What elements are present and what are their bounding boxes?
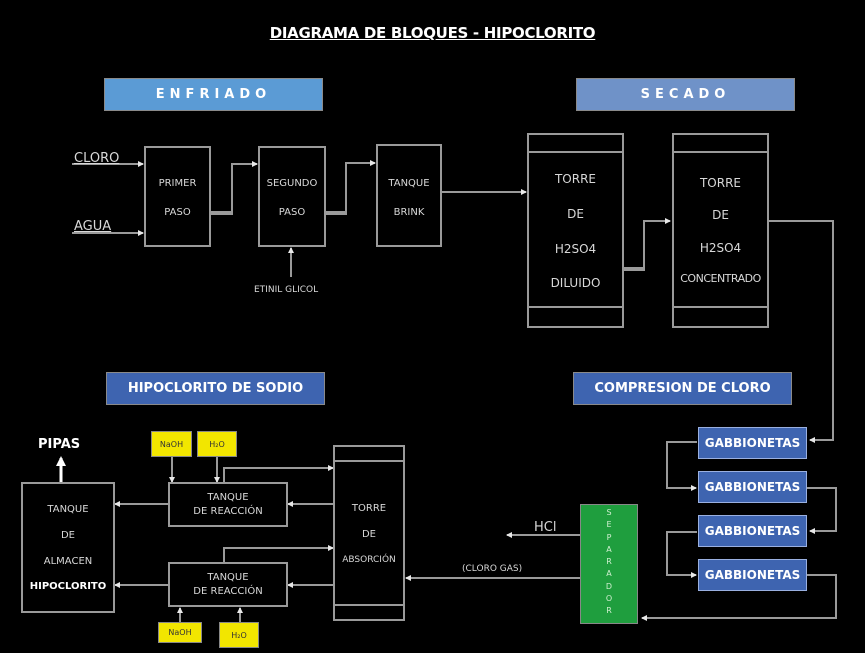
- section-hipoclorito-de-sodio: HIPOCLORITO DE SODIO: [106, 372, 325, 405]
- arrow-tank1-absorcion: [223, 465, 334, 483]
- reagent-h2o-top: H₂O: [197, 431, 237, 457]
- block-tanque-brink: TANQUE BRINK: [376, 144, 442, 247]
- block-torre-h2so4-diluido: TORRE DE H2SO4 DILUIDO: [527, 133, 624, 328]
- separador-letter: S: [606, 508, 612, 517]
- arrow-gabb4-separador: [641, 574, 837, 621]
- block-label: H2SO4: [699, 241, 742, 255]
- tower-bottom-cap: [335, 604, 403, 606]
- tower-top-cap: [529, 151, 622, 153]
- separador-letter: E: [606, 520, 612, 530]
- block-segundo-paso: SEGUNDO PASO: [258, 146, 326, 247]
- block-label: HIPOCLORITO: [29, 581, 107, 592]
- arrow-gabb2-gabb3: [807, 487, 837, 534]
- block-label: PASO: [278, 207, 306, 218]
- block-gabbionetas-4: GABBIONETAS: [698, 559, 807, 591]
- block-label: PASO: [164, 207, 191, 218]
- block-primer-paso: PRIMER PASO: [144, 146, 211, 247]
- separador-letter: P: [606, 532, 612, 542]
- arrow-tank2-absorcion: [223, 545, 334, 562]
- block-label: DILUIDO: [550, 276, 601, 290]
- tower-bottom-cap: [529, 306, 622, 308]
- block-label: BRINK: [393, 207, 425, 218]
- block-torre-absorcion: TORRE DE ABSORCIÓN: [333, 445, 405, 621]
- block-label: DE: [712, 208, 729, 222]
- block-label: TORRE: [554, 172, 597, 186]
- block-gabbionetas-2: GABBIONETAS: [698, 471, 807, 503]
- block-tanque-almacen-hipoclorito: TANQUE DE ALMACEN HIPOCLORITO: [21, 482, 115, 613]
- block-label: DE REACCIÓN: [193, 586, 263, 597]
- separador-letter: A: [606, 569, 612, 579]
- block-label: TANQUE: [207, 572, 249, 583]
- block-tanque-reaccion-2: TANQUE DE REACCIÓN: [168, 562, 288, 607]
- reagent-naoh-top: NaOH: [151, 431, 192, 457]
- block-label: DE: [567, 207, 584, 221]
- tower-top-cap: [674, 151, 767, 153]
- reagent-naoh-bottom: NaOH: [158, 622, 202, 643]
- block-label: ABSORCIÓN: [342, 555, 396, 565]
- arrow-segundo-brink: [326, 160, 376, 215]
- arrow-gabb3-gabb4: [666, 531, 697, 578]
- tower-top-cap: [335, 460, 403, 462]
- block-label: TANQUE: [207, 492, 249, 503]
- section-compresion-de-cloro: COMPRESION DE CLORO: [573, 372, 792, 405]
- block-label: DE: [361, 529, 377, 540]
- input-agua: AGUA: [74, 219, 112, 234]
- output-hcl: HCl: [534, 520, 557, 535]
- block-label: ALMACEN: [43, 556, 93, 567]
- output-pipas: PIPAS: [38, 437, 81, 452]
- block-label: TORRE: [351, 503, 387, 514]
- reagent-h2o-bottom: H₂O: [219, 622, 259, 648]
- separador-letter: A: [606, 544, 612, 554]
- block-label: CONCENTRADO: [680, 272, 761, 285]
- separador-letter: R: [606, 606, 612, 616]
- separador-letter: O: [605, 594, 613, 604]
- output-cloro-gas: (CLORO GAS): [462, 564, 523, 574]
- block-label: SEGUNDO: [266, 178, 318, 189]
- separador-letter: D: [605, 581, 613, 591]
- section-enfriado: ENFRIADO: [104, 78, 323, 111]
- arrow-concentrado-gabbionetas: [768, 220, 834, 443]
- block-tanque-reaccion-1: TANQUE DE REACCIÓN: [168, 482, 288, 527]
- block-label: TANQUE: [47, 504, 89, 515]
- arrow-gabb1-gabb2: [666, 441, 697, 491]
- input-etinil-glicol: ETINIL GLICOL: [254, 285, 319, 295]
- section-secado: SECADO: [576, 78, 795, 111]
- block-label: TORRE: [699, 176, 742, 190]
- block-label: PRIMER: [158, 178, 197, 189]
- tower-bottom-cap: [674, 306, 767, 308]
- block-label: DE: [60, 530, 76, 541]
- input-cloro: CLORO: [74, 151, 120, 166]
- arrow-primer-segundo: [210, 161, 258, 215]
- arrow-diluido-concentrado: [623, 218, 671, 271]
- block-torre-h2so4-concentrado: TORRE DE H2SO4 CONCENTRADO: [672, 133, 769, 328]
- block-gabbionetas-3: GABBIONETAS: [698, 515, 807, 547]
- block-label: DE REACCIÓN: [193, 506, 263, 517]
- separador-letter: R: [606, 557, 612, 567]
- diagram-title: DIAGRAMA DE BLOQUES - HIPOCLORITO: [269, 24, 596, 42]
- block-label: TANQUE: [388, 178, 430, 189]
- block-label: H2SO4: [554, 242, 597, 256]
- block-gabbionetas-1: GABBIONETAS: [698, 427, 807, 459]
